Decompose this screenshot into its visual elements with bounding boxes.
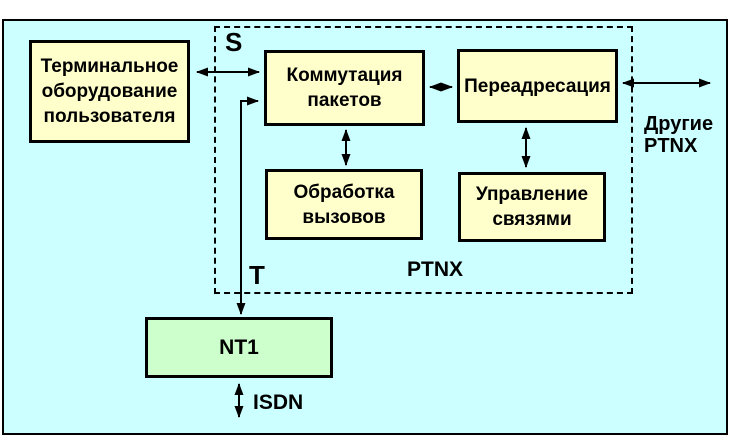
t-interface-label: T bbox=[249, 260, 265, 290]
node-call-processing-line2: вызовов bbox=[302, 206, 386, 228]
node-terminal-line1: Терминальное bbox=[40, 56, 179, 77]
node-connection-management-line2: связями bbox=[492, 209, 572, 230]
node-forwarding-line1: Переадресация bbox=[464, 75, 611, 97]
node-call-processing-line1: Обработка bbox=[293, 181, 395, 203]
other-ptnx-line1: Другие bbox=[644, 113, 714, 135]
node-terminal-equipment: Терминальное оборудование пользователя bbox=[29, 40, 190, 143]
ptnx-boundary bbox=[214, 26, 633, 294]
ptnx-label: PTNX bbox=[407, 258, 464, 281]
other-ptnx-line2: PTNX bbox=[644, 135, 698, 157]
node-forwarding: Переадресация bbox=[457, 49, 618, 123]
node-terminal-line2: оборудование bbox=[41, 81, 178, 102]
isdn-label: ISDN bbox=[253, 391, 304, 414]
node-terminal-line3: пользователя bbox=[43, 106, 176, 127]
s-interface-label: S bbox=[225, 27, 243, 57]
node-packet-switching: Коммутация пакетов bbox=[264, 50, 425, 126]
node-nt1-label: NT1 bbox=[219, 336, 259, 359]
node-connection-management: Управление связями bbox=[458, 172, 606, 242]
node-packet-switching-line1: Коммутация bbox=[286, 65, 403, 86]
node-nt1: NT1 bbox=[145, 317, 333, 378]
node-call-processing: Обработка вызовов bbox=[265, 169, 423, 240]
node-connection-management-line1: Управление bbox=[475, 184, 589, 205]
node-packet-switching-line2: пакетов bbox=[307, 90, 382, 111]
other-ptnx-label: Другие PTNX bbox=[644, 113, 713, 157]
